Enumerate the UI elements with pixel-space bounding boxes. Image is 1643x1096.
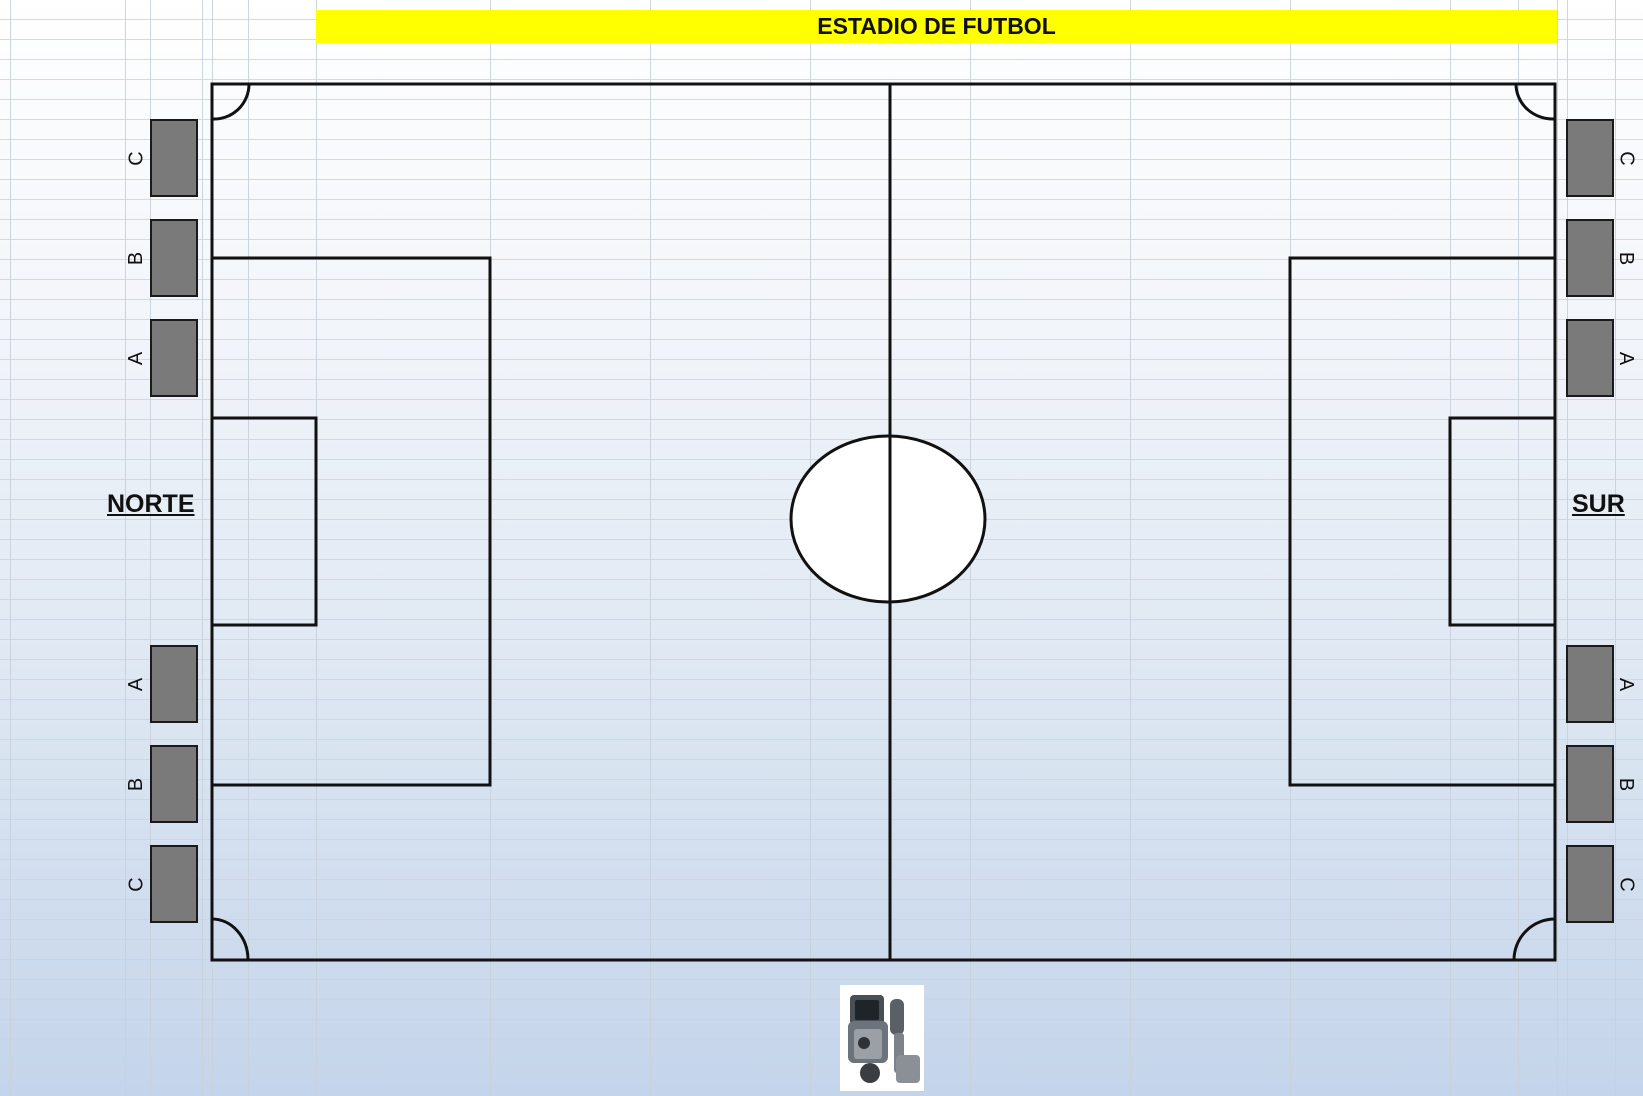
stand-south-lower-b — [1566, 745, 1614, 823]
corner-arc-top-right — [1516, 84, 1555, 119]
stand-label: B — [127, 219, 147, 297]
corner-arc-top-left — [212, 84, 249, 119]
stand-label: A — [127, 645, 147, 723]
corner-arc-bottom-left — [212, 919, 248, 960]
stand-north-upper-a — [150, 319, 198, 397]
stand-north-upper-b — [150, 219, 198, 297]
stand-south-upper-c — [1566, 119, 1614, 197]
north-side-label: NORTE — [107, 490, 195, 519]
stand-north-upper-c — [150, 119, 198, 197]
stand-south-lower-a — [1566, 645, 1614, 723]
stand-south-upper-a — [1566, 319, 1614, 397]
south-goal-area — [1450, 418, 1555, 625]
stand-label: B — [1616, 745, 1636, 823]
stand-north-lower-b — [150, 745, 198, 823]
corner-arc-bottom-right — [1514, 919, 1555, 960]
stand-north-lower-a — [150, 645, 198, 723]
stand-label: A — [1616, 645, 1636, 723]
stand-label: C — [1616, 119, 1636, 197]
video-camera-icon — [840, 985, 924, 1091]
stand-label: C — [127, 119, 147, 197]
north-penalty-area — [212, 258, 490, 785]
stand-south-upper-b — [1566, 219, 1614, 297]
stand-north-lower-c — [150, 845, 198, 923]
south-penalty-area — [1290, 258, 1555, 785]
south-side-label: SUR — [1572, 490, 1625, 519]
stand-south-lower-c — [1566, 845, 1614, 923]
stand-label: A — [1616, 319, 1636, 397]
stand-label: C — [1616, 845, 1636, 923]
stand-label: A — [127, 319, 147, 397]
stand-label: B — [1616, 219, 1636, 297]
stand-label: B — [127, 745, 147, 823]
north-goal-area — [212, 418, 316, 625]
stand-label: C — [127, 845, 147, 923]
center-circle — [791, 436, 985, 602]
